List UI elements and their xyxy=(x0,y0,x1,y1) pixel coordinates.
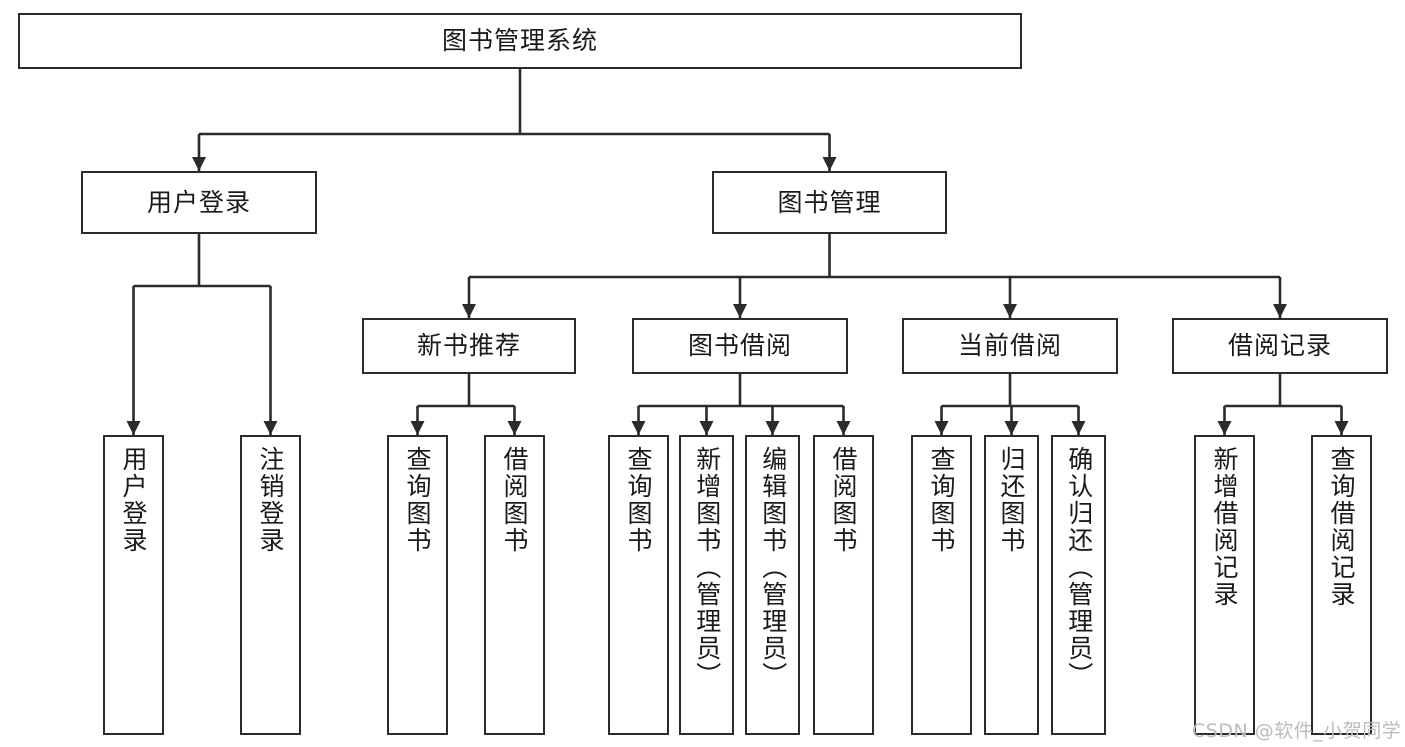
node-label: 借阅图书 xyxy=(500,446,529,554)
node-label: 用户登录 xyxy=(119,446,148,554)
node-leaf-query-record[interactable]: 查询借阅记录 xyxy=(1311,435,1372,735)
node-label: 借阅图书 xyxy=(829,446,858,554)
arrow-head-icon xyxy=(822,157,837,171)
node-leaf-query-book[interactable]: 查询图书 xyxy=(608,435,669,735)
node-label: 查询图书 xyxy=(927,446,956,554)
node-label: 当前借阅 xyxy=(957,331,1062,361)
node-label: 图书管理系统 xyxy=(441,26,598,56)
node-user-login[interactable]: 用户登录 xyxy=(81,171,317,234)
node-leaf-return-book[interactable]: 归还图书 xyxy=(984,435,1039,735)
arrow-head-icon xyxy=(263,421,278,435)
arrow-head-icon xyxy=(410,421,425,435)
node-root[interactable]: 图书管理系统 xyxy=(18,13,1022,69)
node-book-manage[interactable]: 图书管理 xyxy=(712,171,947,234)
node-leaf-user-login[interactable]: 用户登录 xyxy=(103,435,164,735)
node-label: 新增图书（管理员） xyxy=(692,446,722,689)
arrow-head-icon xyxy=(631,421,646,435)
arrow-head-icon xyxy=(699,421,714,435)
node-label: 用户登录 xyxy=(146,187,251,217)
node-new-book-recommend[interactable]: 新书推荐 xyxy=(362,318,576,374)
node-leaf-edit-book[interactable]: 编辑图书（管理员） xyxy=(745,435,800,735)
arrow-head-icon xyxy=(462,304,476,318)
arrow-head-icon xyxy=(1071,421,1086,435)
arrow-head-icon xyxy=(126,421,141,435)
arrow-head-icon xyxy=(507,421,522,435)
node-label: 编辑图书（管理员） xyxy=(758,446,788,689)
node-label: 图书借阅 xyxy=(687,331,792,361)
node-label: 注销登录 xyxy=(256,446,285,554)
node-label: 新增借阅记录 xyxy=(1210,446,1239,608)
node-leaf-confirm-return[interactable]: 确认归还（管理员） xyxy=(1051,435,1106,735)
node-leaf-query-book-rec[interactable]: 查询图书 xyxy=(387,435,448,735)
arrow-head-icon xyxy=(1004,421,1019,435)
node-leaf-add-book[interactable]: 新增图书（管理员） xyxy=(679,435,734,735)
node-label: 查询图书 xyxy=(403,446,432,554)
arrow-head-icon xyxy=(733,304,747,318)
node-borrow-record[interactable]: 借阅记录 xyxy=(1172,318,1388,374)
arrow-head-icon xyxy=(192,157,206,171)
arrow-head-icon xyxy=(1217,421,1232,435)
arrow-head-icon xyxy=(1003,304,1017,318)
arrow-head-icon xyxy=(1273,304,1287,318)
node-label: 借阅记录 xyxy=(1227,331,1332,361)
arrow-head-icon xyxy=(1334,421,1349,435)
node-label: 查询借阅记录 xyxy=(1327,446,1356,608)
node-label: 新书推荐 xyxy=(416,331,521,361)
node-leaf-borrow-book-rec[interactable]: 借阅图书 xyxy=(484,435,545,735)
node-label: 图书管理 xyxy=(777,187,882,217)
node-current-borrow[interactable]: 当前借阅 xyxy=(902,318,1118,374)
node-label: 归还图书 xyxy=(997,446,1026,554)
node-leaf-query-book-cur[interactable]: 查询图书 xyxy=(911,435,972,735)
arrow-head-icon xyxy=(934,421,949,435)
watermark-label: CSDN @软件_小贺同学 xyxy=(1192,720,1402,742)
node-label: 确认归还（管理员） xyxy=(1064,446,1094,689)
node-leaf-borrow-book[interactable]: 借阅图书 xyxy=(813,435,874,735)
arrow-head-icon xyxy=(836,421,851,435)
node-leaf-logout[interactable]: 注销登录 xyxy=(240,435,301,735)
node-book-borrow[interactable]: 图书借阅 xyxy=(632,318,848,374)
node-leaf-add-record[interactable]: 新增借阅记录 xyxy=(1194,435,1255,735)
arrow-head-icon xyxy=(765,421,780,435)
node-label: 查询图书 xyxy=(624,446,653,554)
